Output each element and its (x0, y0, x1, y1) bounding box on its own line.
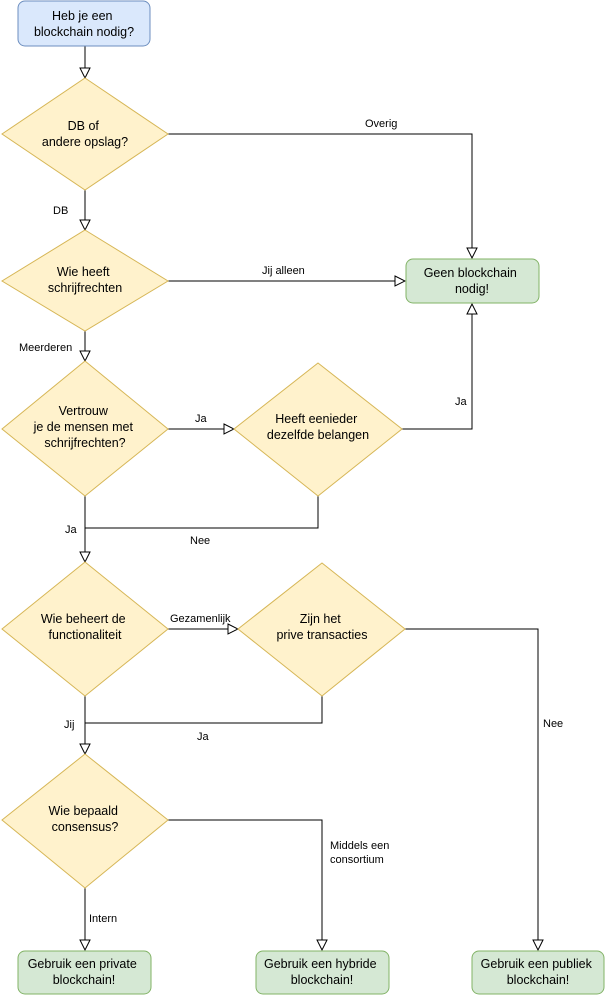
edge-label-trust-down-ja: Ja (65, 524, 78, 536)
edge-labels: Overig DB Jij alleen Meerderen Ja Ja Ja … (19, 118, 563, 925)
write-node-label: Wie heeft schrijfrechten (48, 265, 122, 295)
edge-label-jij-alleen: Jij alleen (262, 265, 305, 277)
no-blockchain-label: Geen blockchain nodig! (424, 266, 521, 296)
edge-label-jij: Jij (64, 719, 74, 731)
edge-label-private-ja: Ja (197, 731, 210, 743)
decision-who-decides-consensus (1, 753, 169, 889)
end-no-blockchain (405, 258, 540, 304)
edge-label-meerderen: Meerderen (19, 342, 72, 354)
public-blockchain-label: Gebruik een publiek blockchain! (481, 957, 596, 987)
edge-label-consortium: Middels een consortium (330, 840, 392, 866)
edge-label-db: DB (53, 205, 68, 217)
end-public-blockchain (471, 950, 605, 995)
edge-private-ja (85, 696, 323, 724)
end-private-blockchain (17, 950, 152, 995)
edge-private-nee (405, 628, 538, 950)
end-hybrid-blockchain (255, 950, 390, 995)
decision-trust-writers (1, 360, 169, 497)
edge-db-overig (168, 133, 472, 258)
node-labels: Heb je een blockchain nodig? DB of ander… (28, 9, 596, 987)
start-node (17, 0, 151, 47)
start-node-label: Heb je een blockchain nodig? (34, 9, 134, 39)
edges (85, 46, 538, 950)
decision-db-or-storage (1, 77, 169, 191)
edge-consensus-consortium (168, 819, 322, 950)
consensus-node-label: Wie bepaald consensus? (49, 804, 122, 834)
trust-node-label: Vertrouw je de mensen met schrijfrechten… (33, 404, 137, 450)
edge-label-gezamenlijk: Gezamenlijk (170, 613, 231, 625)
decision-private-transactions (237, 562, 406, 697)
edge-interest-ja (402, 304, 472, 430)
edge-label-overig: Overig (365, 118, 397, 130)
interest-node-label: Heeft eenieder dezelfde belangen (267, 412, 369, 442)
func-node-label: Wie beheert de functionaliteit (41, 612, 129, 642)
decision-same-interests (233, 362, 403, 497)
private-blockchain-label: Gebruik een private blockchain! (28, 957, 141, 987)
db-node-label: DB of andere opslag? (42, 119, 128, 149)
edge-label-private-nee: Nee (543, 718, 563, 730)
private-tx-node-label: Zijn het prive transacties (276, 612, 367, 642)
edge-interest-nee (85, 496, 319, 529)
edge-label-intern: Intern (89, 913, 117, 925)
decision-who-has-write-rights (1, 229, 169, 332)
decision-who-manages-functionality (1, 561, 169, 697)
edge-label-interest-nee: Nee (190, 535, 210, 547)
edge-label-trust-ja: Ja (195, 413, 208, 425)
hybrid-blockchain-label: Gebruik een hybride blockchain! (264, 957, 380, 987)
edge-label-interest-ja: Ja (455, 396, 468, 408)
